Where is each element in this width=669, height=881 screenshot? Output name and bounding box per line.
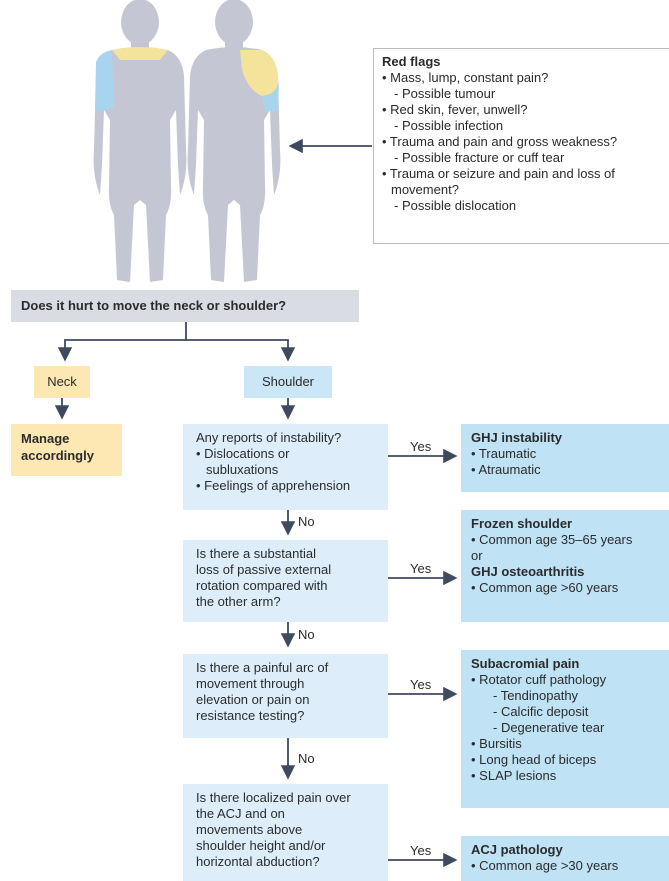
question-line: Is there a substantial	[196, 546, 316, 561]
back-figure	[187, 0, 281, 282]
neck-branch-arrow	[57, 322, 187, 362]
main-question: Does it hurt to move the neck or shoulde…	[21, 298, 287, 313]
question-line: movement through	[196, 676, 305, 691]
question-line: loss of passive external	[196, 562, 332, 577]
question-line: elevation or pain on	[196, 692, 310, 707]
neck-box: Neck	[34, 366, 90, 398]
shoulder-highlight-front	[95, 50, 114, 112]
diagnosis-title: ACJ pathology	[471, 842, 563, 857]
diagnosis-item: • Bursitis	[471, 736, 522, 751]
shoulder-highlight-back	[262, 80, 279, 112]
diagnosis-title: GHJ instability	[471, 430, 563, 445]
diagnosis-item: • Traumatic	[471, 446, 537, 461]
question-line: Is there localized pain over	[196, 790, 351, 805]
question-line: the ACJ and on	[196, 806, 285, 821]
diagnosis-title: Subacromial pain	[471, 656, 580, 671]
question-line: resistance testing?	[196, 708, 305, 723]
question-line: subluxations	[206, 462, 279, 477]
diagnosis-or: or	[471, 548, 483, 563]
diagnosis-item: • Long head of biceps	[471, 752, 597, 767]
shoulder-box: Shoulder	[244, 366, 332, 398]
red-flag-item-cont: movement?	[391, 182, 459, 197]
red-flag-note: - Possible tumour	[394, 86, 496, 101]
diagnosis-item: • SLAP lesions	[471, 768, 557, 783]
question-line: • Dislocations or	[196, 446, 290, 461]
question-line: Any reports of instability?	[196, 430, 342, 445]
body-figures	[93, 0, 281, 282]
question-line: shoulder height and/or	[196, 838, 326, 853]
diagnosis-acj-pathology: ACJ pathology • Common age >30 years	[461, 836, 669, 881]
no-label: No	[298, 514, 315, 529]
red-flag-item: • Trauma or seizure and pain and loss of	[382, 166, 615, 181]
question-line: • Feelings of apprehension	[196, 478, 351, 493]
diagnosis-item: • Common age 35–65 years	[471, 532, 633, 547]
diagnosis-item: • Rotator cuff pathology	[471, 672, 607, 687]
diagnosis-subitem: - Tendinopathy	[493, 688, 579, 703]
diagnosis-subacromial-pain: Subacromial pain • Rotator cuff patholog…	[461, 650, 669, 808]
question-painful-arc: Is there a painful arc of movement throu…	[183, 654, 388, 738]
red-flags-title: Red flags	[382, 54, 441, 69]
red-flag-note: - Possible infection	[394, 118, 504, 133]
diagnosis-title: Frozen shoulder	[471, 516, 573, 531]
main-question-bar: Does it hurt to move the neck or shoulde…	[11, 290, 359, 322]
question-external-rotation: Is there a substantial loss of passive e…	[183, 540, 388, 622]
yes-label: Yes	[410, 843, 432, 858]
diagnosis-item: • Common age >30 years	[471, 858, 619, 873]
no-label: No	[298, 751, 315, 766]
yes-label: Yes	[410, 677, 432, 692]
red-flag-note: - Possible dislocation	[394, 198, 517, 213]
red-flag-note: - Possible fracture or cuff tear	[394, 150, 565, 165]
question-acj: Is there localized pain over the ACJ and…	[183, 784, 388, 881]
diagnosis-item: • Atraumatic	[471, 462, 541, 477]
manage-line: Manage	[21, 431, 70, 446]
no-label: No	[298, 627, 315, 642]
diagnosis-subitem: - Degenerative tear	[493, 720, 605, 735]
manage-line: accordingly	[21, 448, 94, 463]
diagnosis-subitem: - Calcific deposit	[493, 704, 589, 719]
shoulder-branch-arrow	[186, 339, 296, 362]
neck-highlight	[112, 47, 168, 60]
question-line: Is there a painful arc of	[196, 660, 329, 675]
yes-label: Yes	[410, 439, 432, 454]
diagnosis-item: • Common age >60 years	[471, 580, 619, 595]
manage-box: Manage accordingly	[11, 424, 122, 476]
red-flag-item: • Trauma and pain and gross weakness?	[382, 134, 618, 149]
shoulder-label: Shoulder	[261, 374, 315, 389]
yes-label: Yes	[410, 561, 432, 576]
red-flag-item: • Mass, lump, constant pain?	[382, 70, 549, 85]
question-line: horizontal abduction?	[196, 854, 320, 869]
question-line: rotation compared with	[196, 578, 328, 593]
neck-label: Neck	[47, 374, 77, 389]
red-flags-box: Red flags • Mass, lump, constant pain? -…	[373, 48, 669, 244]
diagnosis-frozen-shoulder: Frozen shoulder • Common age 35–65 years…	[461, 510, 669, 622]
question-instability: Any reports of instability? • Dislocatio…	[183, 424, 388, 510]
question-line: the other arm?	[196, 594, 281, 609]
diagnosis-ghj-instability: GHJ instability • Traumatic • Atraumatic	[461, 424, 669, 492]
red-flag-item: • Red skin, fever, unwell?	[382, 102, 528, 117]
question-line: movements above	[196, 822, 303, 837]
front-figure	[93, 0, 187, 282]
diagnosis-title: GHJ osteoarthritis	[471, 564, 585, 579]
